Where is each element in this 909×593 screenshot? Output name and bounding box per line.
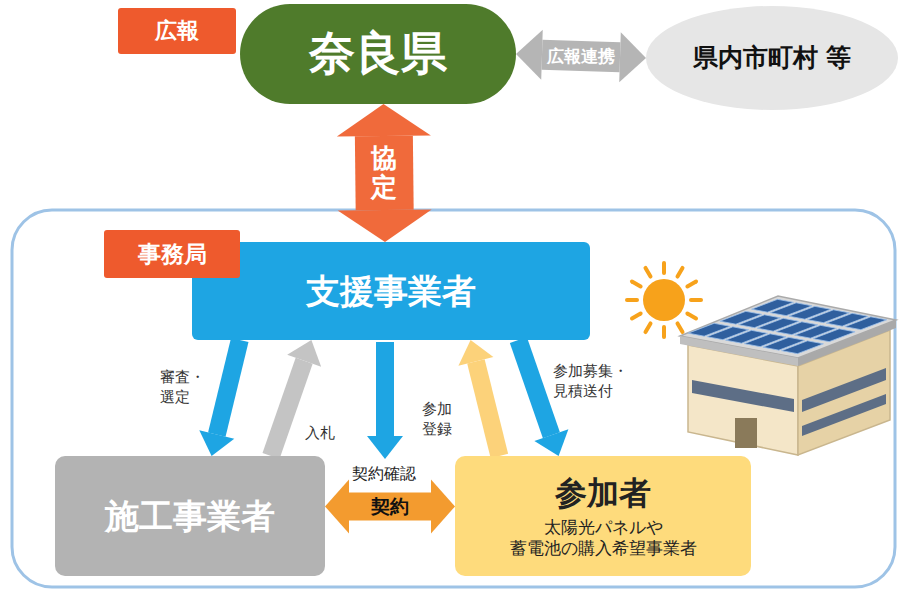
window-band [802,394,886,436]
node-title: 施工事業者 [105,495,275,538]
sun-ray [662,327,666,337]
support-operator-box: 支援事業者 [192,242,590,340]
sun-ray [662,263,666,273]
door [735,418,757,448]
sun-ray [687,314,696,319]
municipality-ellipse: 県内市町村 等 [646,6,898,110]
connector-label: 広報連携 [547,45,615,67]
secretariat-region [12,210,895,587]
tag-label: 広報 [118,8,236,54]
connector-label: 契約 [371,494,409,519]
connector-label: 入札 [305,424,335,444]
sun-ray [646,323,651,332]
sun-ray [632,282,641,287]
bid-arrow [271,361,304,456]
sun-illustration [627,263,701,337]
sun-ray [627,298,637,302]
prefecture-box: 奈良県 [240,4,516,104]
window-band [692,380,794,412]
sun-ray [691,298,701,302]
contract-check-arrow [367,342,403,459]
sun-ray [678,268,683,277]
solar-panel [845,317,887,330]
participant-box: 参加者太陽光パネルや 蓄電池の購入希望事業者 [455,456,751,576]
connector-label: 審査・ 選定 [160,368,212,407]
sun-ray [632,314,641,319]
solar-panel [782,341,824,354]
sun-ray [646,268,651,277]
arrow-shaft [376,342,394,436]
node-title: 県内市町村 等 [693,42,852,73]
sun-ray [678,323,683,332]
agreement-arrow [355,136,414,210]
arrow-head [367,436,403,459]
connector-label: 参加 登録 [422,400,458,439]
connector-label: 協定 [371,144,397,201]
contractor-box: 施工事業者 [55,456,325,576]
registration-arrow [476,361,499,456]
recruitment-arrow [518,340,551,435]
node-title: 奈良県 [309,25,447,83]
tag-label: 事務局 [104,230,240,278]
node-title: 事務局 [138,240,207,269]
solar-panel [813,329,855,342]
solar-panels [688,299,887,353]
node-title: 参加者 [555,473,651,513]
connector-label: 参加募集・ 見積送付 [553,362,635,401]
sun-disc [643,279,685,321]
annotation-label: 契約確認 [352,464,416,485]
contract-arrow [349,492,431,520]
building-illustration [680,296,896,455]
selection-arrow [217,340,240,435]
node-title: 支援事業者 [306,270,476,313]
node-subtitle: 太陽光パネルや 蓄電池の購入希望事業者 [483,517,723,560]
node-title: 広報 [155,17,199,45]
sun-ray [687,282,696,287]
